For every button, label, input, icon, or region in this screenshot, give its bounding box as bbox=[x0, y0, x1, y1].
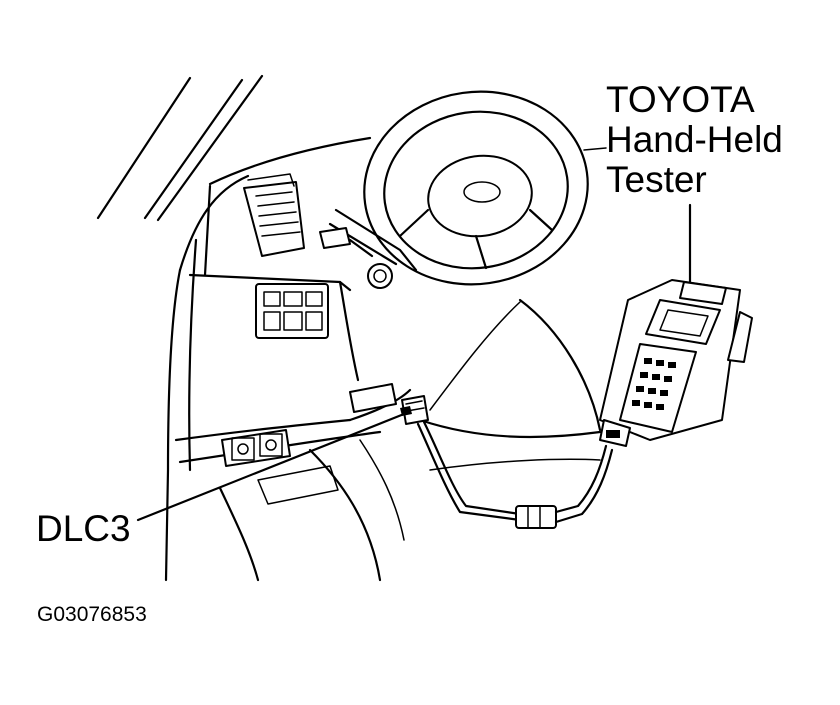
hand-held-tester bbox=[599, 279, 753, 447]
dlc3-leader bbox=[136, 412, 406, 522]
steering-wheel bbox=[363, 90, 589, 286]
switch-panel bbox=[255, 283, 329, 339]
tester-label-line2: Hand-Held bbox=[606, 119, 783, 160]
steering-column bbox=[319, 208, 418, 289]
dlc3-connector bbox=[400, 395, 429, 425]
tester-label-leader bbox=[583, 147, 607, 151]
dash-right-edge bbox=[418, 298, 602, 471]
tester-keypad bbox=[632, 358, 676, 410]
tester-cable bbox=[416, 420, 614, 529]
figure-code: G03076853 bbox=[37, 603, 147, 626]
door-frame bbox=[164, 174, 250, 582]
pedals bbox=[218, 439, 405, 582]
tester-label-line1: TOYOTA bbox=[606, 79, 755, 120]
tester-label: TOYOTA Hand-Held Tester bbox=[606, 80, 783, 200]
windshield-pillar bbox=[96, 74, 264, 222]
dlc3-label: DLC3 bbox=[36, 508, 131, 549]
air-vent bbox=[243, 173, 305, 257]
lower-switches bbox=[221, 383, 397, 467]
tester-label-line3: Tester bbox=[606, 159, 707, 200]
